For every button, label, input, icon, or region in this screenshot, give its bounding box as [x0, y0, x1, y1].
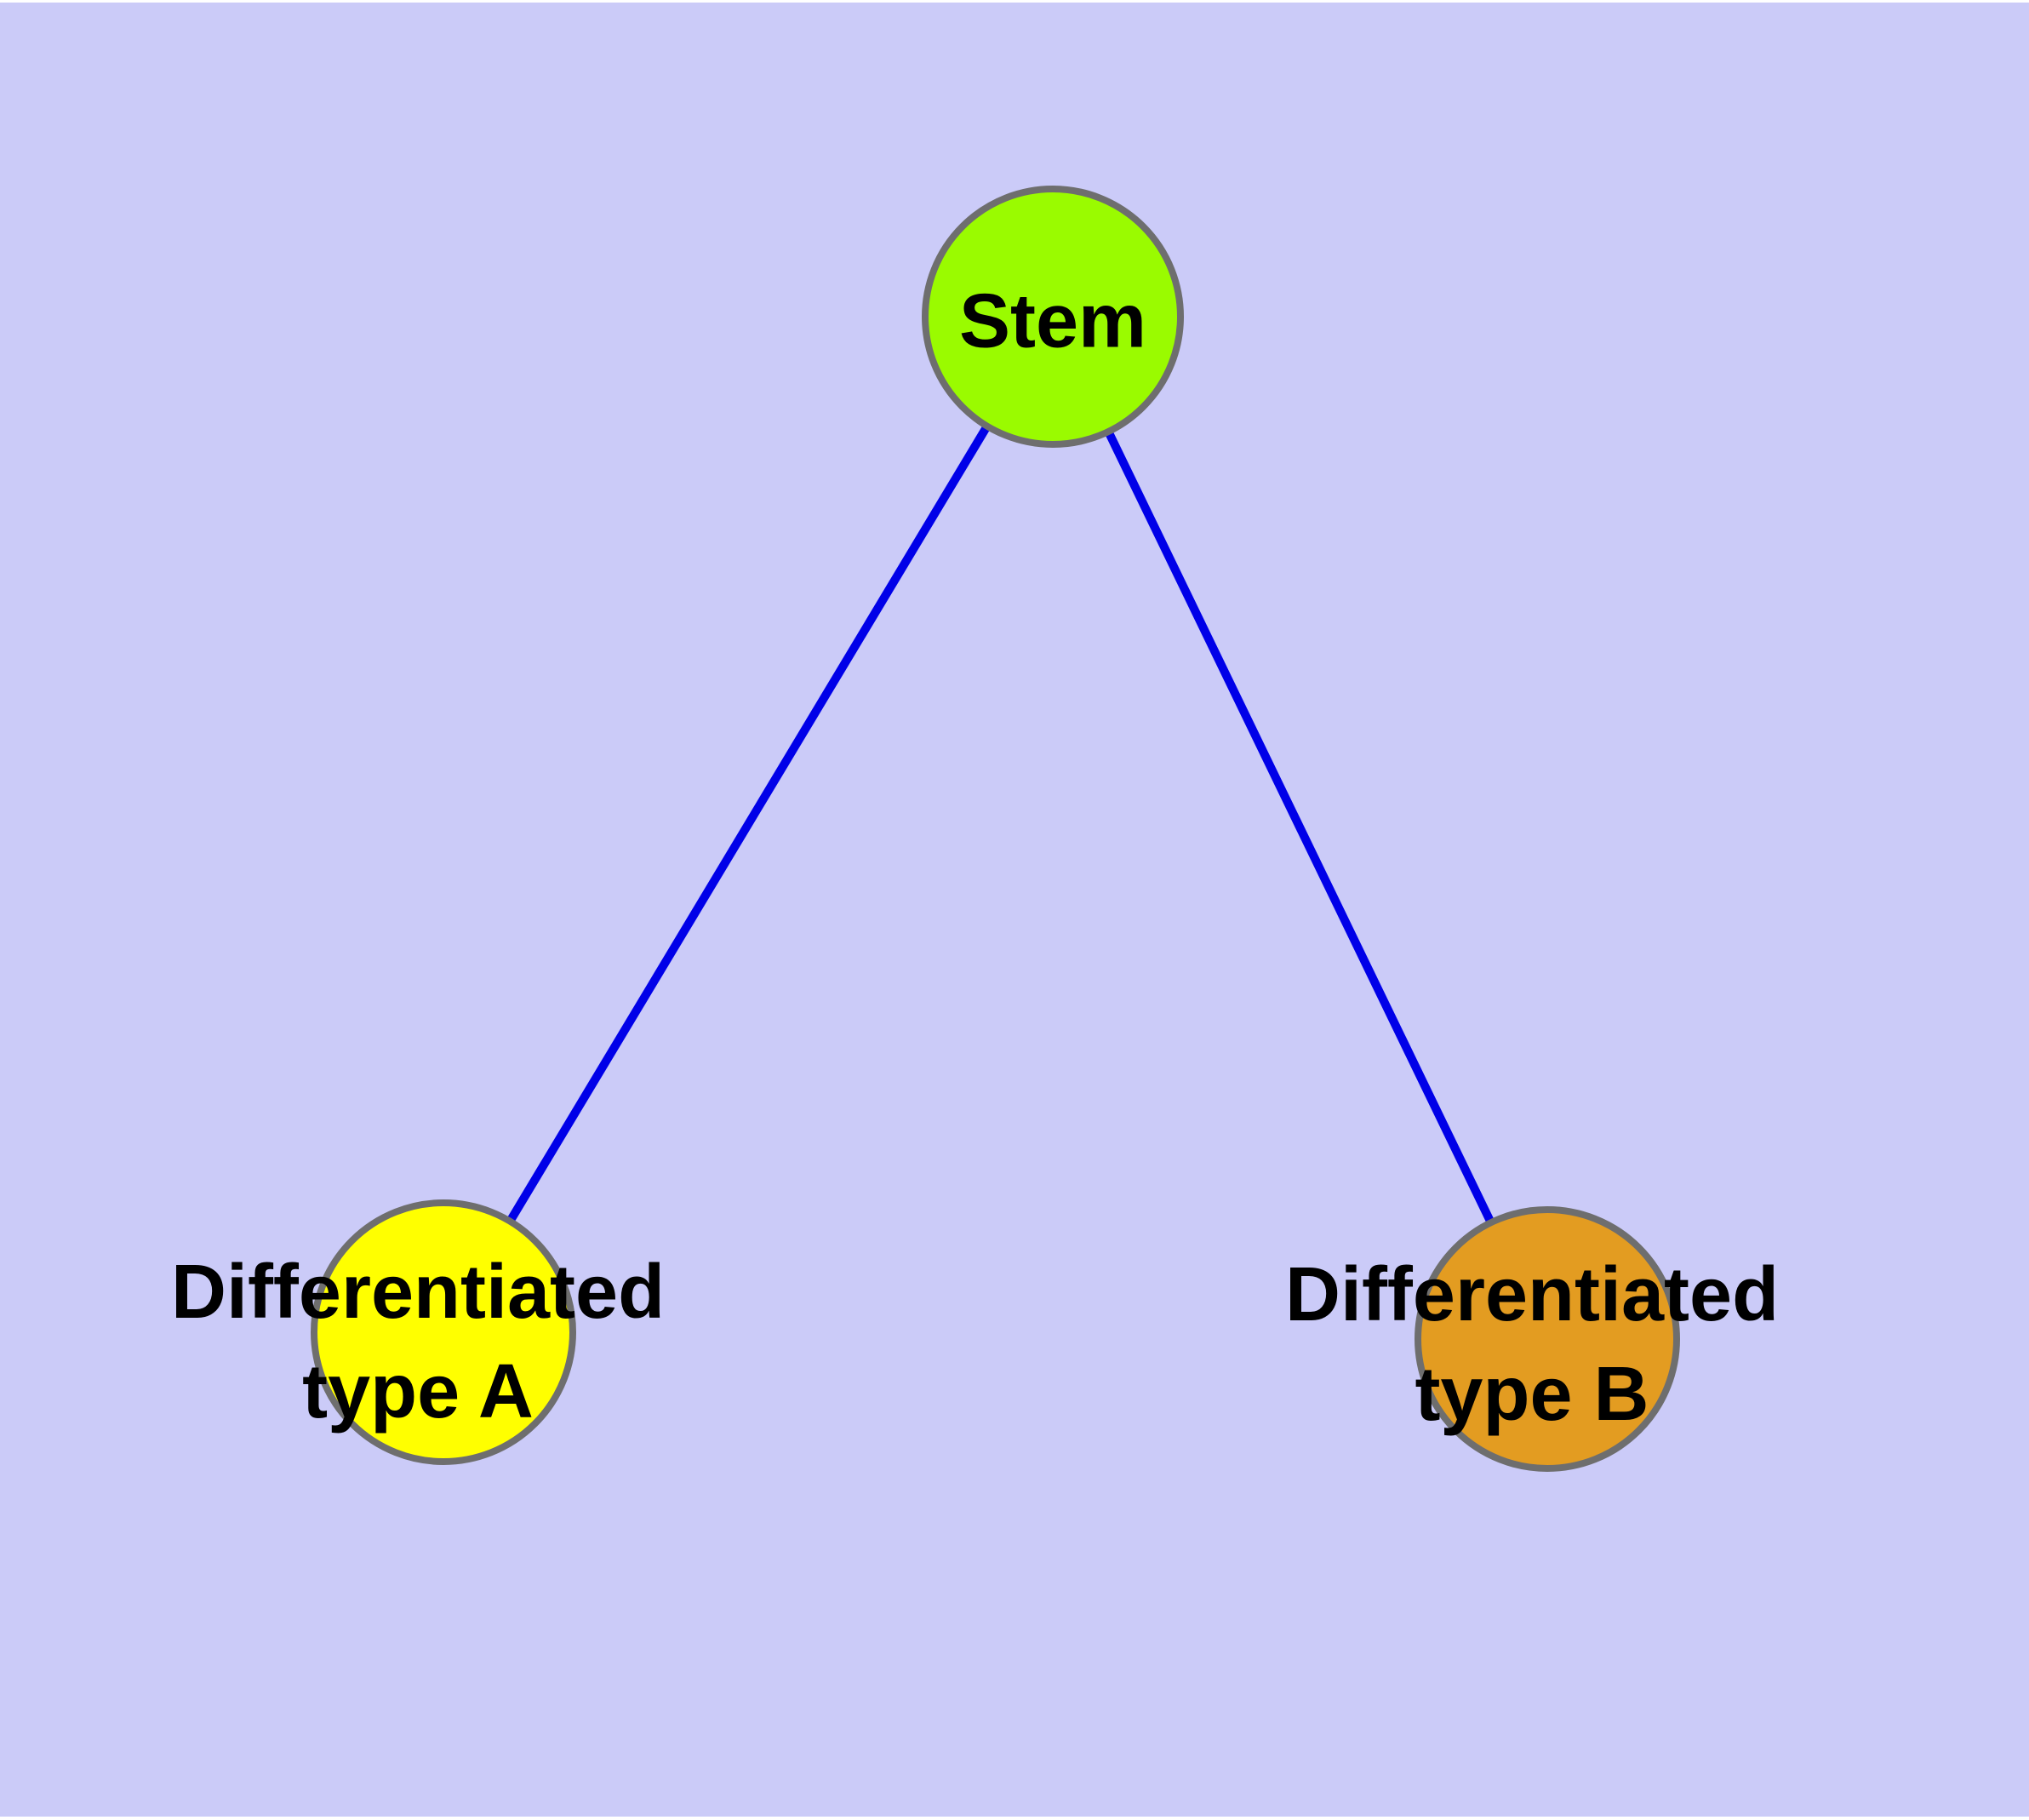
node-stem-circle — [922, 186, 1184, 448]
node-type-b-label-line2: type B — [1415, 1352, 1649, 1437]
node-type-a-label-line1: Differentiated — [170, 1250, 666, 1335]
node-type-a-circle — [311, 1199, 576, 1465]
node-type-b-circle — [1415, 1206, 1680, 1472]
node-type-b-label-line1: Differentiated — [1284, 1252, 1780, 1337]
node-type-b-label: Differentiated type B — [1285, 1245, 1779, 1445]
node-type-a-label-line2: type A — [302, 1349, 534, 1434]
node-stem-label: Stem — [958, 278, 1147, 364]
edge-stem-to-type-a — [439, 314, 1057, 1335]
edge-group — [439, 314, 1552, 1342]
edge-stem-to-type-b — [1049, 314, 1552, 1342]
node-type-a-label: Differentiated type A — [171, 1243, 665, 1442]
